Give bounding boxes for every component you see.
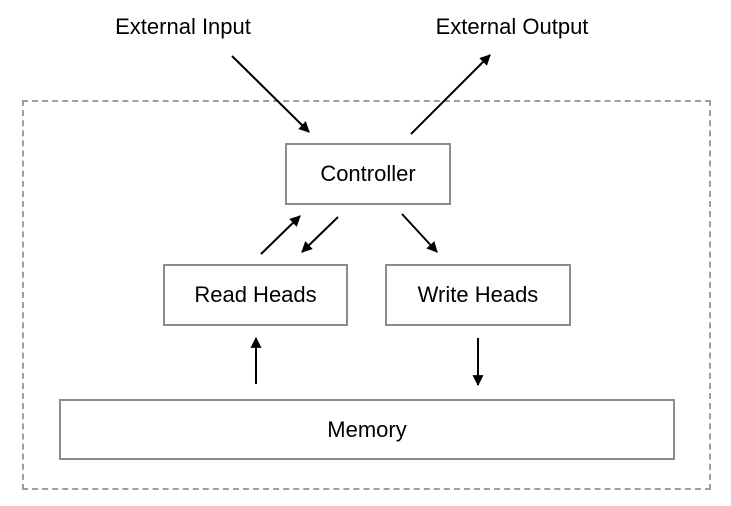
- system-boundary-box: [22, 100, 711, 490]
- node-controller-label: Controller: [320, 161, 416, 186]
- external-output-label: External Output: [435, 14, 589, 39]
- node-memory-label: Memory: [327, 416, 407, 442]
- node-write-heads-label: Write Heads: [417, 282, 539, 307]
- external-input-label: External Input: [115, 14, 251, 39]
- node-controller: Controller: [285, 143, 451, 205]
- node-write-heads: Write Heads: [385, 264, 571, 326]
- node-read-heads-label: Read Heads: [194, 282, 317, 307]
- node-read-heads: Read Heads: [163, 264, 348, 326]
- node-memory: Memory: [59, 399, 675, 460]
